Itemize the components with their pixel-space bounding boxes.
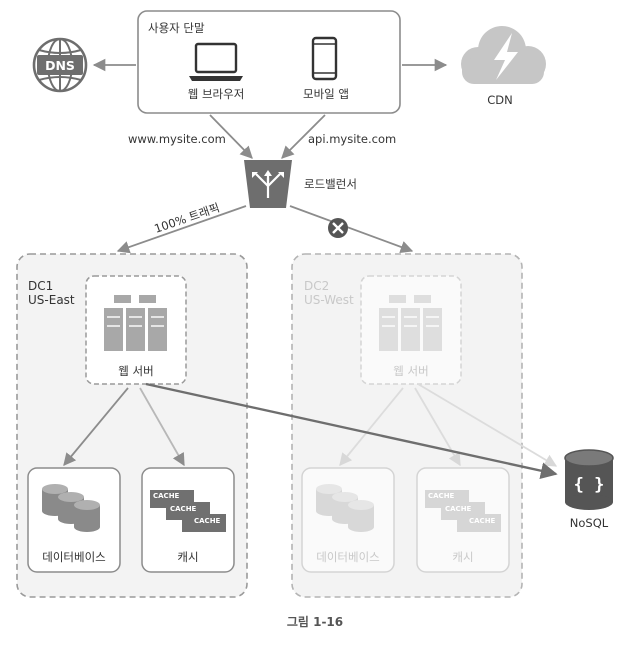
dc2-web-server: 웹 서버 [360, 275, 462, 385]
mobile-app-label: 모바일 앱 [303, 87, 349, 101]
dc1-database-label: 데이터베이스 [42, 550, 105, 564]
dc1-datacenter: DC1 US-East 웹 서버 [16, 253, 248, 598]
dns-label: DNS [45, 58, 75, 73]
cache-stack-icon: CACHE CACHE CACHE [425, 490, 501, 532]
cdn-cloud-icon [461, 26, 546, 84]
dc2-database-label: 데이터베이스 [316, 550, 379, 564]
dc1-web-server: 웹 서버 [85, 275, 187, 385]
dc2-cache: CACHE CACHE CACHE 캐시 [416, 467, 510, 573]
arrow-lb-to-dc2 [289, 205, 414, 253]
dc2-name: DC2 [304, 279, 329, 293]
arrow-dc1-web-to-db [63, 387, 129, 466]
cache-tag: CACHE [194, 517, 221, 525]
dc2-datacenter: DC2 US-West 웹 서버 [291, 253, 558, 598]
cache-tag: CACHE [445, 505, 472, 513]
load-balancer-icon [244, 160, 292, 208]
arrow-dc1-web-to-cache [139, 387, 185, 467]
dc1-region: US-East [28, 293, 75, 307]
arrow-dc1-web-to-nosql [145, 382, 558, 479]
arrow-dc2-web-to-db [339, 387, 404, 466]
dc1-cache-label: 캐시 [177, 550, 198, 564]
laptop-icon [189, 42, 243, 81]
dc1-database: 데이터베이스 [27, 467, 121, 573]
api-url-label: api.mysite.com [308, 132, 396, 146]
database-cylinders-icon [316, 484, 374, 532]
dc2-region: US-West [304, 293, 354, 307]
nosql-database-icon: { } [564, 449, 614, 510]
dns-globe-icon: DNS [32, 37, 88, 93]
arrow-web-to-lb [209, 114, 253, 159]
dc1-web-server-label: 웹 서버 [118, 364, 153, 378]
web-browser-label: 웹 브라우저 [188, 87, 245, 101]
server-rack-icon [104, 295, 167, 351]
nosql-label: NoSQL [570, 516, 609, 530]
dc2-cache-label: 캐시 [452, 550, 473, 564]
dc1-name: DC1 [28, 279, 53, 293]
database-cylinders-icon [42, 484, 100, 532]
cache-stack-icon: CACHE CACHE CACHE [150, 490, 226, 532]
cache-tag: CACHE [170, 505, 197, 513]
arrow-dc2-web-to-nosql [417, 383, 558, 467]
dc1-cache: CACHE CACHE CACHE 캐시 [141, 467, 235, 573]
arrow-lb-to-dc1 [116, 205, 247, 254]
cache-tag: CACHE [428, 492, 455, 500]
arrow-mobile-to-lb [281, 114, 326, 159]
cache-tag: CACHE [153, 492, 180, 500]
nosql-glyph: { } [574, 475, 605, 495]
dc2-database: 데이터베이스 [301, 467, 395, 573]
blocked-x-icon [328, 218, 348, 238]
mobile-phone-icon [311, 36, 338, 81]
load-balancer-label: 로드밸런서 [304, 177, 357, 191]
client-devices-box: 사용자 단말 웹 브라우저 모바일 앱 [137, 10, 401, 114]
web-url-label: www.mysite.com [128, 132, 226, 146]
server-rack-icon [379, 295, 442, 351]
dc2-web-server-label: 웹 서버 [393, 364, 428, 378]
client-box-title: 사용자 단말 [148, 21, 205, 35]
cache-tag: CACHE [469, 517, 496, 525]
figure-caption: 그림 1-16 [287, 615, 343, 629]
cdn-label: CDN [487, 93, 513, 107]
